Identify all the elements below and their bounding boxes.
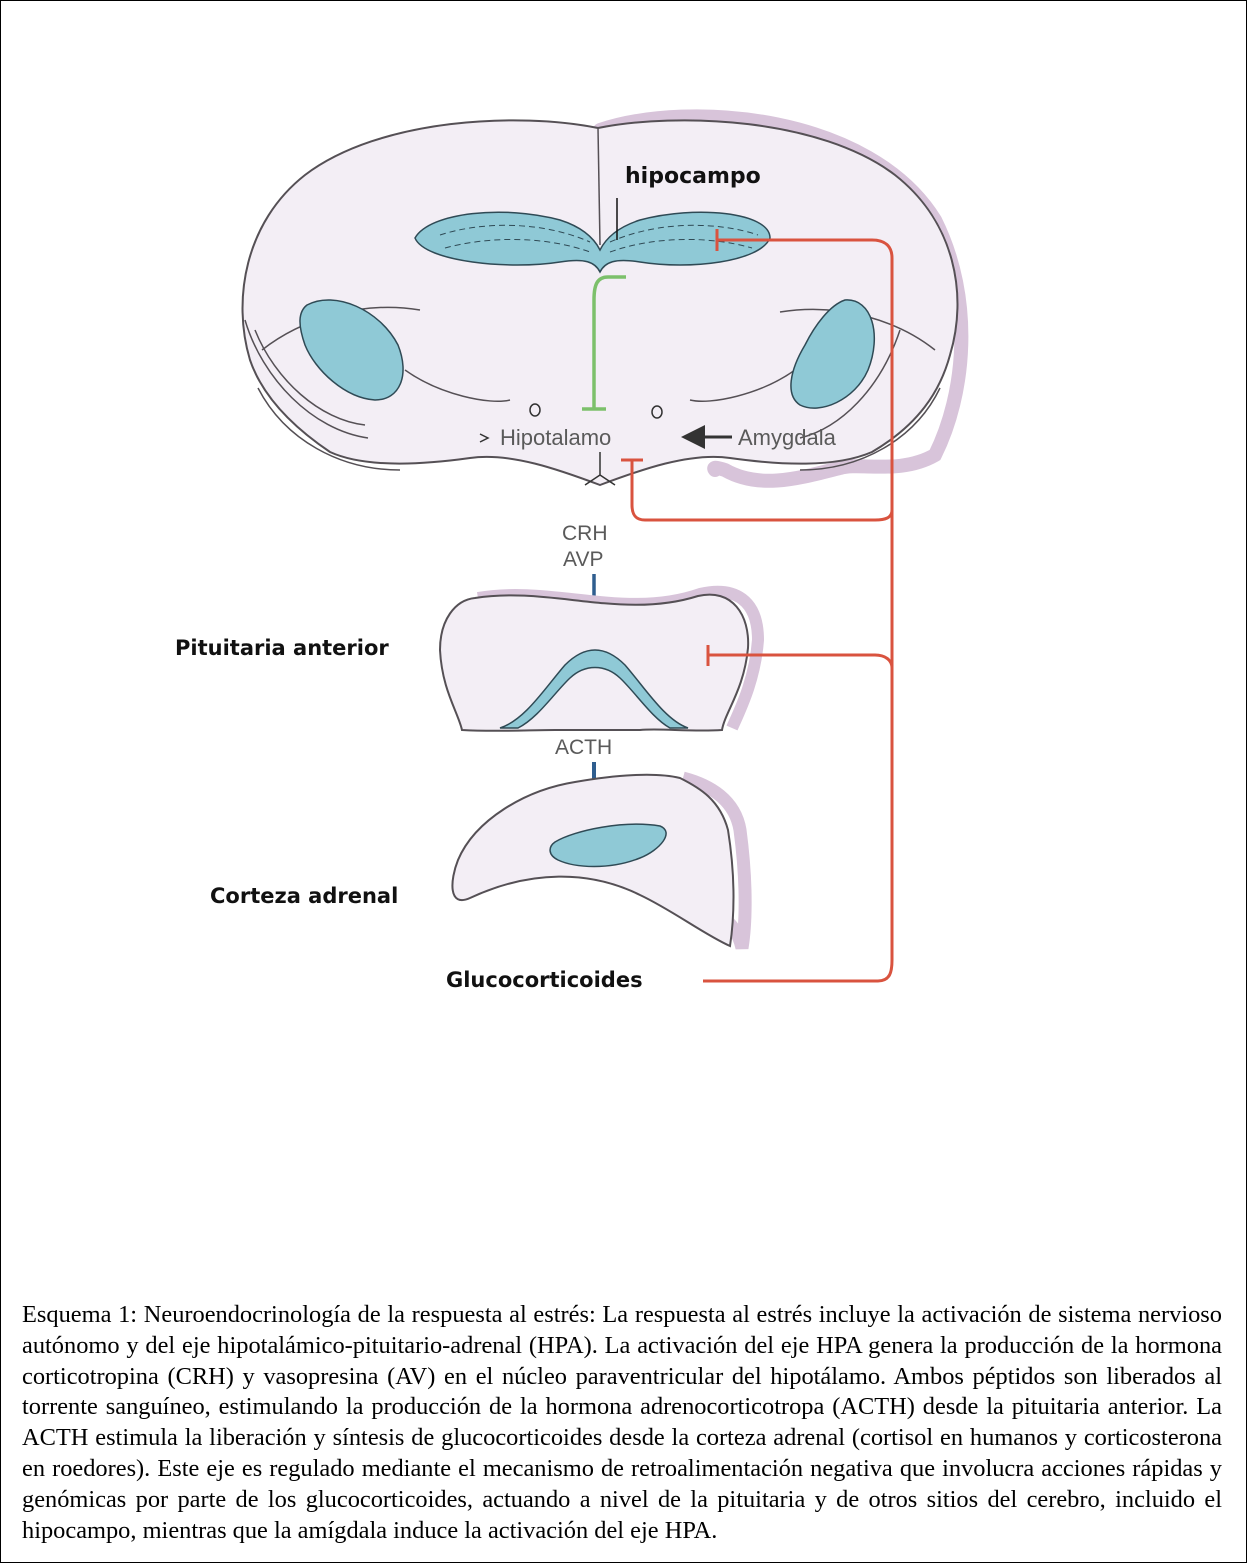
label-corteza: Corteza adrenal: [210, 884, 398, 908]
label-avp: AVP: [563, 548, 603, 571]
label-hipocampo: hipocampo: [625, 164, 761, 189]
label-hipotalamo: Hipotalamo: [500, 425, 611, 450]
label-acth: ACTH: [555, 736, 612, 759]
label-glucocorticoides: Glucocorticoides: [446, 968, 643, 992]
label-pituitaria: Pituitaria anterior: [175, 636, 389, 660]
adrenal-shape: [452, 775, 745, 948]
figure-caption: Esquema 1: Neuroendocrinología de la res…: [22, 1300, 1222, 1546]
pituitary-shape: [440, 592, 758, 731]
label-amygdala: Amygdala: [738, 425, 837, 450]
hpa-axis-diagram: hipocampo Hipotalamo Amygdala CRH AVP Pi…: [0, 0, 1249, 1290]
label-crh: CRH: [562, 522, 608, 545]
